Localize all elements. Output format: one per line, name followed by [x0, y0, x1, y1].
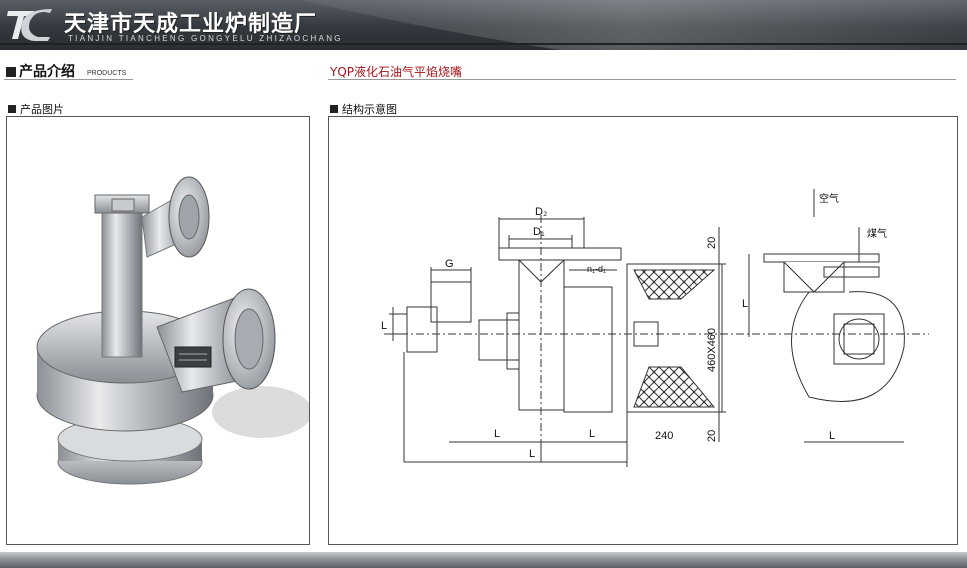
company-name-en: TIANJIN TIANCHENG GONGYELU ZHIZAOCHANG — [68, 34, 343, 43]
dim-l-side-bottom: L — [829, 430, 835, 442]
dim-d1: D₁ — [533, 226, 545, 238]
section-subtitle: PRODUCTS — [87, 70, 127, 77]
burner-photo — [36, 176, 309, 485]
product-photo-panel — [6, 116, 310, 545]
dim-l-bottom1: L — [494, 428, 500, 440]
section-title: 产品介绍 — [19, 64, 75, 80]
label-gas: 煤气 — [867, 227, 887, 240]
diagram-label-text: 结构示意图 — [342, 103, 397, 116]
label-bullet-icon — [330, 105, 338, 113]
dim-n1d1: n₁-d₁ — [587, 264, 606, 274]
header-swoosh — [0, 0, 967, 50]
dim-l-side: L — [742, 298, 748, 310]
diagram-panel-label: 结构示意图 — [330, 101, 397, 117]
dim-20-bottom: 20 — [706, 430, 718, 442]
dim-460x460: 460X460 — [706, 328, 718, 372]
site-footer — [0, 552, 967, 568]
section-bullet-icon — [6, 67, 16, 77]
site-header: 天津市天成工业炉制造厂 TIANJIN TIANCHENG GONGYELU Z… — [0, 0, 967, 50]
photo-panel-label: 产品图片 — [8, 101, 64, 117]
company-name-cn: 天津市天成工业炉制造厂 — [64, 12, 318, 37]
photo-label-text: 产品图片 — [20, 103, 64, 116]
structure-diagram-panel: D₂ D₁ G n₁-d₁ L L L L L L 240 20 20 460X… — [328, 116, 958, 545]
company-logo-icon — [7, 9, 52, 41]
label-bullet-icon — [8, 105, 16, 113]
section-divider — [4, 79, 133, 80]
dim-240: 240 — [655, 430, 673, 442]
dim-g: G — [445, 258, 454, 270]
label-air: 空气 — [819, 192, 839, 205]
dim-l-total: L — [529, 448, 535, 460]
dim-l-left: L — [381, 320, 387, 332]
structure-diagram: D₂ D₁ G n₁-d₁ L L L L L L 240 20 20 460X… — [381, 189, 929, 467]
product-name: YQP液化石油气平焰烧嘴 — [330, 65, 463, 79]
dim-20-top: 20 — [706, 237, 718, 249]
dim-d2: D₂ — [535, 206, 547, 218]
dim-l-bottom2: L — [589, 428, 595, 440]
product-divider — [328, 79, 956, 80]
